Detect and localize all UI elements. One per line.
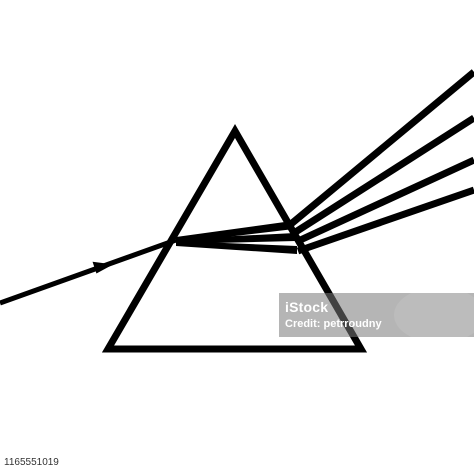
stock-watermark: iStock Credit: petrroudny [279, 293, 474, 337]
footer-strip [0, 454, 474, 474]
dispersed-beam-2 [292, 115, 474, 236]
watermark-logo: iStock [285, 299, 329, 315]
incident-beam-arrow-icon [92, 261, 114, 274]
dispersed-beam-1 [288, 69, 474, 227]
dispersed-beams [288, 69, 474, 255]
internal-refraction-fan [176, 221, 297, 254]
watermark-swirl [394, 293, 474, 337]
incident-beam [0, 237, 177, 306]
dispersed-beam-4 [296, 186, 474, 255]
image-id-label: 1165551019 [4, 457, 59, 468]
watermark-credit: Credit: petrroudny [285, 318, 382, 330]
dispersed-beam-3 [294, 156, 474, 246]
